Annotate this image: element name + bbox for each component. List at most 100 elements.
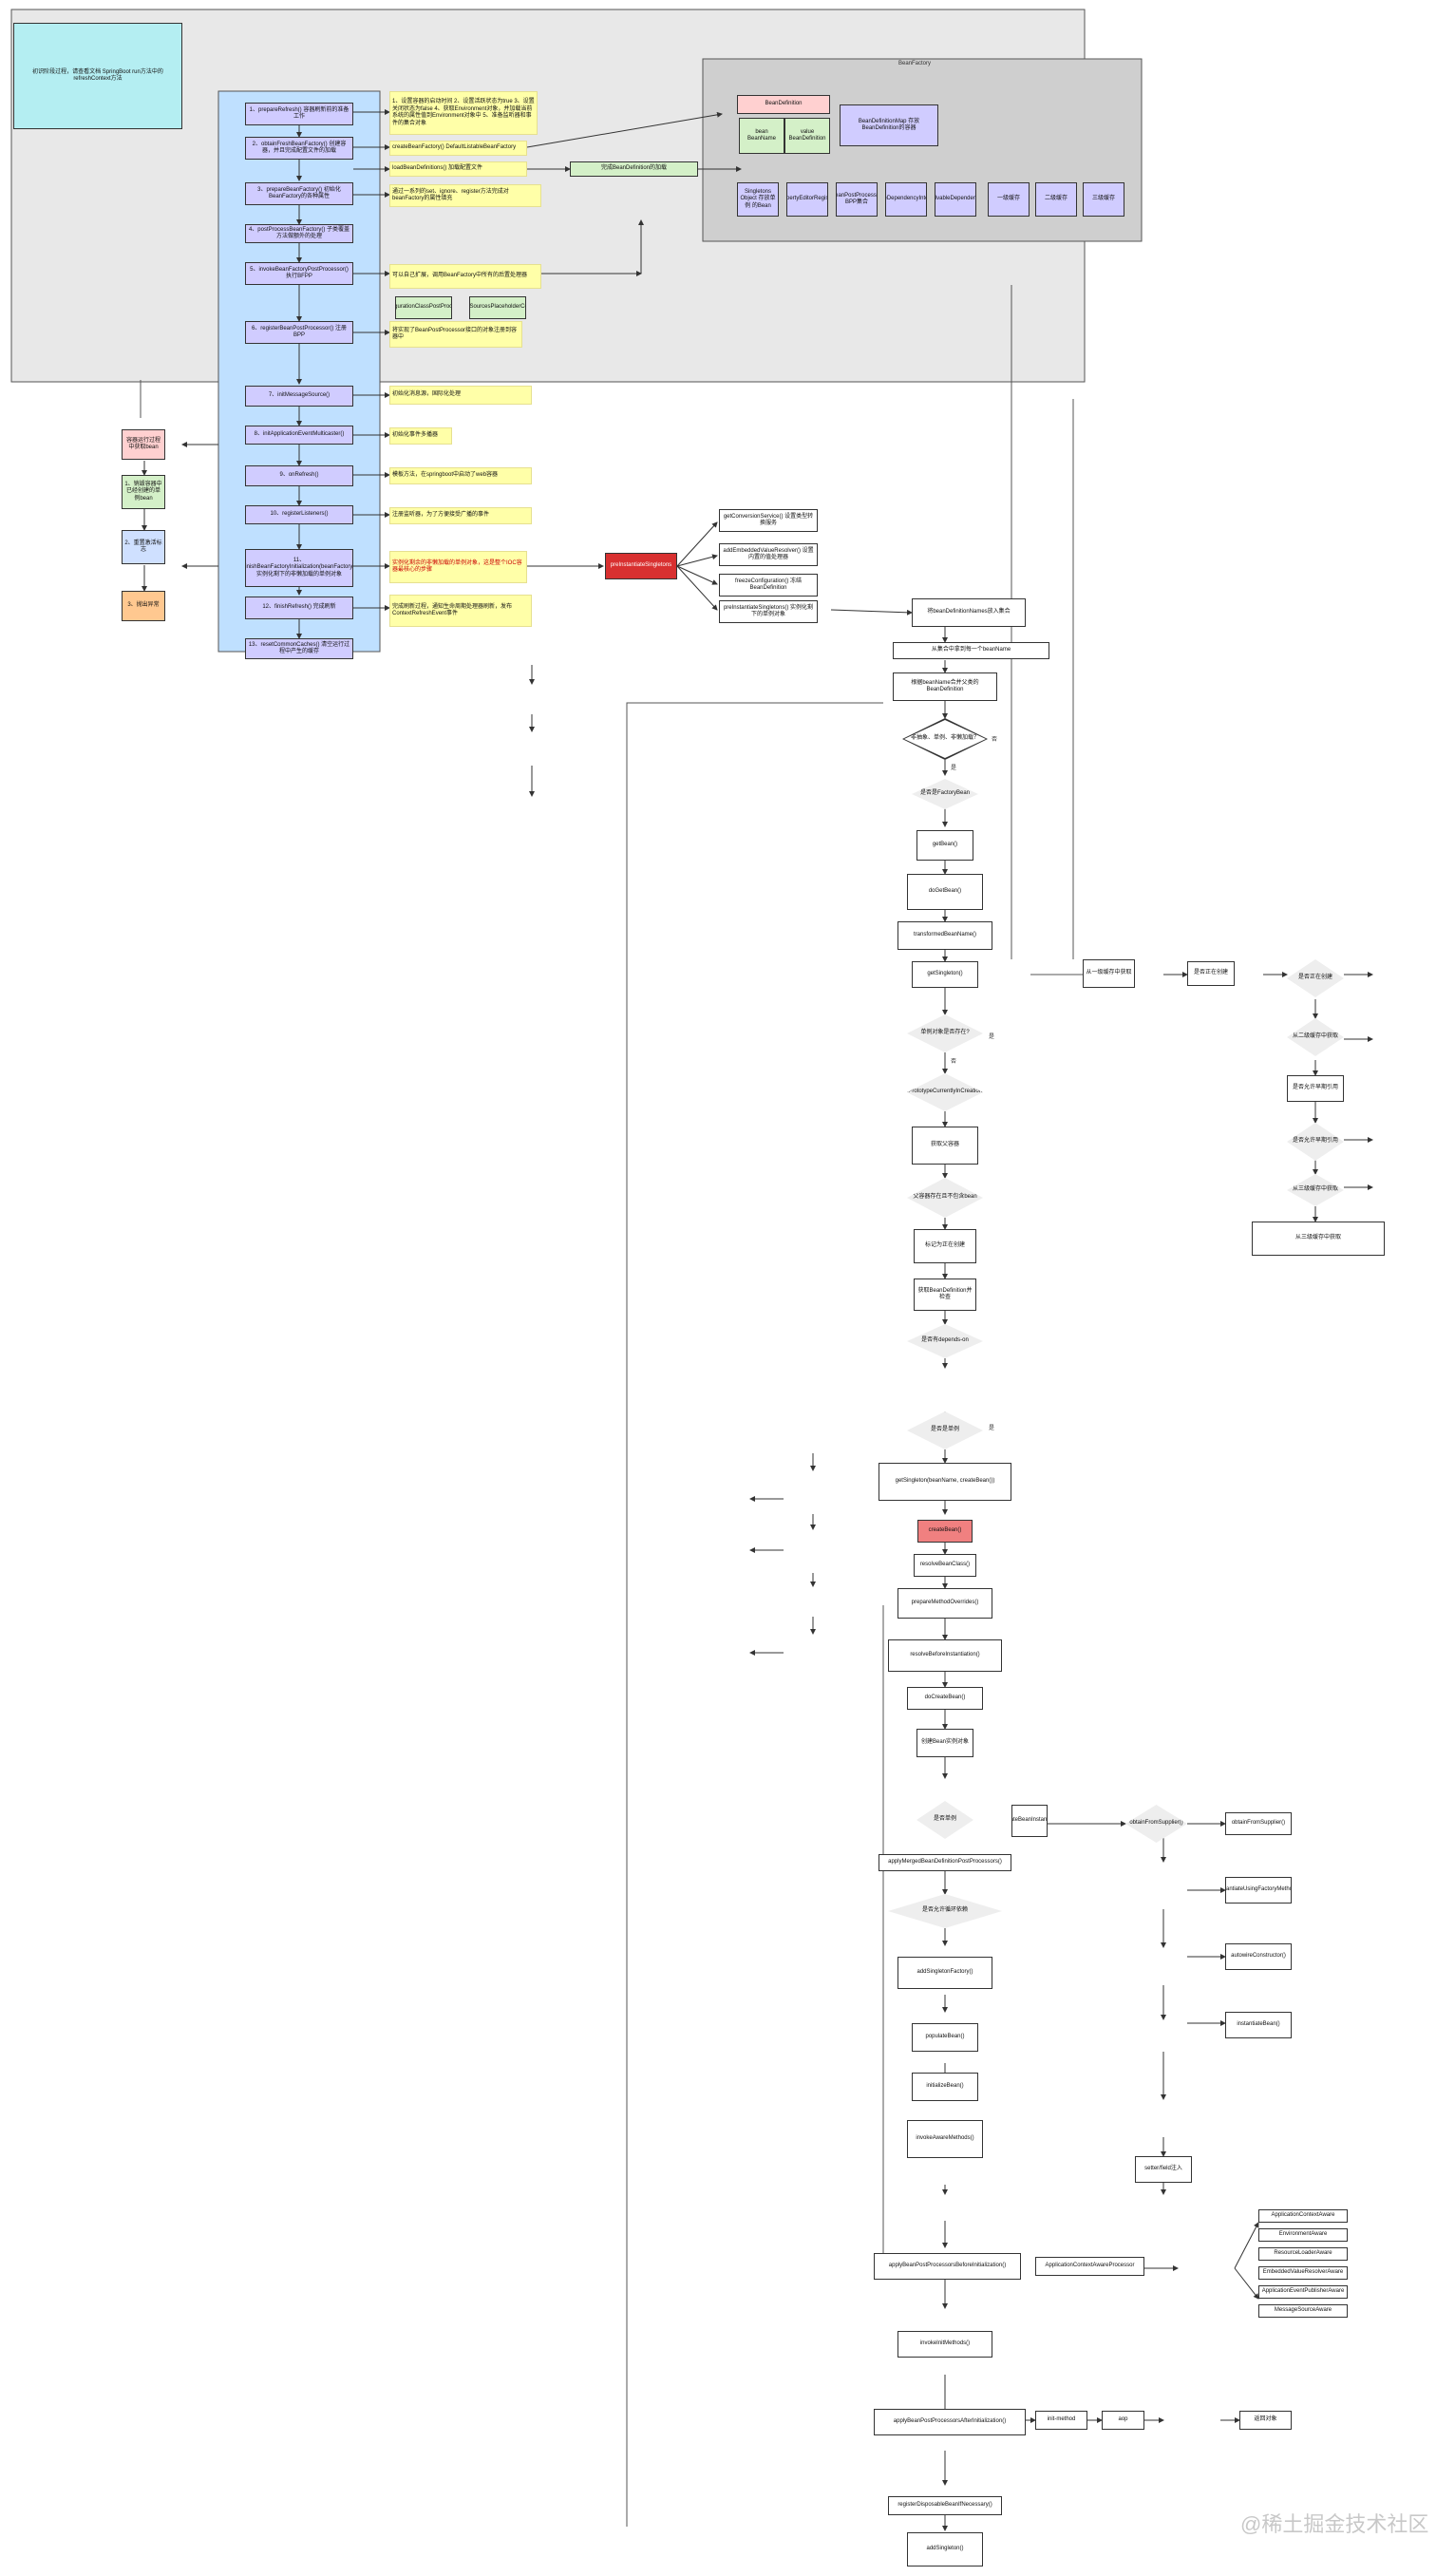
bf-property-editor: PropertyEditorRegistrar [786,182,828,217]
step-12: 12、finishRefresh() 完成刷新 [245,597,353,619]
bf-cache-level3: 三级缓存 [1083,182,1124,217]
note-step-12: 完成刷新过程，通知生命周期处理器刷新，发布ContextRefreshEvent… [389,595,532,627]
flow-parent-factory: 获取父容器 [912,1127,978,1165]
label-yes-2: 是 [988,1032,996,1040]
left-throw-exception: 3、抛出异常 [122,591,165,621]
flow-resolve-bean-class: resolveBeanClass() [914,1554,976,1577]
step-7: 7、initMessageSource() [245,386,353,407]
label-yes-3: 是 [988,1423,996,1431]
bottom-return: 返回对象 [1239,2411,1292,2430]
cache-is-creating: 是否正在创建 [1187,961,1235,986]
flow-add-singleton: addSingleton() [907,2532,983,2567]
label-no-1: 否 [991,734,999,743]
note-step-8: 初始化事件多播器 [389,427,452,445]
bf-bpp-list: beanPostProcessor BPP集合 [836,182,878,217]
flow-transformed-bean-name: transformedBeanName() [898,921,992,950]
aware-event-publisher: ApplicationEventPublisherAware [1258,2285,1348,2299]
flow-populate-bean: populateBean() [912,2023,978,2052]
flow-invoke-aware-methods: invokeAwareMethods() [907,2120,983,2158]
bf-bean-name: bean BeanName [739,118,784,154]
bf-beandefinition-map: BeanDefinitionMap 存放BeanDefinition的容器 [840,104,938,146]
aware-resource-loader: ResourceLoaderAware [1258,2247,1348,2261]
bottom-aop: aop [1102,2411,1144,2430]
flow-register-disposable: registerDisposableBeanIfNecessary() [888,2496,1002,2515]
aware-environment: EnvironmentAware [1258,2228,1348,2242]
flow-get-bd-check: 获取BeanDefinition并检查 [914,1279,976,1311]
note-step-5: 可以自己扩展，调用BeanFactory中所有的后置处理器 [389,264,541,289]
rc-autowire-ctor: autowireConstructor() [1225,1943,1292,1970]
aware-message-source: MessageSourceAware [1258,2304,1348,2318]
note-step-3: 通过一系列的set、ignore、register方法完成对beanFactor… [389,184,541,207]
step-11: 11、finishBeanFactoryInitialization(beanF… [245,549,353,587]
rc-factory-method: instantiateUsingFactoryMethod() [1225,1877,1292,1904]
step-10: 10、registerListeners() [245,505,353,524]
step-6: 6、registerBeanPostProcessor() 注册BPP [245,321,353,344]
bfpp-property-sources: PropertySourcesPlaceholderConfigurer [469,296,526,319]
flow-get-singleton: getSingleton() [912,961,978,988]
flow-initialize-bean: initializeBean() [912,2073,978,2101]
bf-resolvable-dependencies: resolvableDependencies [935,182,976,217]
note-step-9: 模板方法，在springboot中启动了web容器 [389,467,532,484]
step-3: 3、prepareBeanFactory() 初始化BeanFactory的各种… [245,182,353,205]
rc-setter-injection: setter/field注入 [1135,2156,1192,2183]
left-destroy-beans: 1、销毁容器中已经创建的单例bean [122,475,165,509]
flow-bpp-after-init: applyBeanPostProcessorsAfterInitializati… [874,2409,1026,2435]
mid-freeze-configuration: freezeConfiguration() 冻结BeanDefinition [719,574,818,597]
note-load-bean-definitions: loadBeanDefinitions() 加载配置文件 [389,161,527,177]
flow-create-bean-instance: createBeanInstance() [1011,1805,1048,1837]
bf-singletons: Singletons Object 存放单例 的Bean [737,182,779,217]
aware-embedded-value: EmbeddedValueResolverAware [1258,2266,1348,2280]
bf-cache-level2: 二级缓存 [1035,182,1077,217]
flow-resolve-before-instantiation: resolveBeforeInstantiation() [888,1639,1002,1672]
bd-load-note: 完成BeanDefinition的加载 [570,161,698,177]
aware-processor: ApplicationContextAwareProcessor [1035,2257,1144,2276]
step-13: 13、resetCommonCaches() 清空运行过程中产生的缓存 [245,638,353,659]
core-box: preInstantiateSingletons [605,553,677,579]
header-note: 初识阶段过程，请查看文档 SpringBoot run方法中的 refreshC… [13,23,182,129]
flow-do-create-bean: doCreateBean() [907,1687,983,1710]
note-step-1: 1、设置容器的启动时间 2、设置活跃状态为true 3、设置关闭状态为false… [389,91,538,135]
flow-merge-bd: 根据beanName合并父类的BeanDefinition [893,672,997,701]
bf-bean-value: value BeanDefinition [784,118,830,154]
bf-cache-level1: 一级缓存 [988,182,1030,217]
step-9: 9、onRefresh() [245,465,353,486]
bf-ignore-dependency: ignoreDependencyInterface [885,182,927,217]
left-get-bean: 容器运行过程中获取bean [122,429,165,460]
cache-level1-get: 从一级缓存中获取 [1083,959,1135,988]
note-step-7: 初始化消息源，国际化处理 [389,386,532,405]
step-2: 2、obtainFreshBeanFactory() 创建容器，并且完成配置文件… [245,137,353,160]
cache-summary: 从三级缓存中获取 [1252,1222,1385,1256]
rc-supplier: obtainFromSupplier() [1225,1812,1292,1835]
flow-do-get-bean: doGetBean() [907,874,983,910]
step-8: 8、initApplicationEventMulticaster() [245,426,353,445]
flow-apply-merged-bd: applyMergedBeanDefinitionPostProcessors(… [879,1854,1011,1871]
bottom-init-method: init-method [1035,2411,1087,2430]
flow-bpp-before-init: applyBeanPostProcessorsBeforeInitializat… [874,2253,1021,2280]
step-5: 5、invokeBeanFactoryPostProcessor() 执行BFP… [245,262,353,285]
flow-prepare-method-overrides: prepareMethodOverrides() [898,1588,992,1619]
flow-get-singleton-create: getSingleton(beanName, createBean()) [879,1463,1011,1501]
flow-add-singleton-factory: addSingletonFactory() [898,1957,992,1989]
aware-application-context: ApplicationContextAware [1258,2209,1348,2223]
mid-conversion-service: getConversionService() 设置类型转换服务 [719,509,818,532]
note-step-11: 实例化剩余的非懒加载的单例对象，这是整个IOC容器最核心的步骤 [389,551,527,583]
bfpp-configuration-class: ConfigurationClassPostProcessor [395,296,452,319]
cache-allow-early: 是否允许早期引用 [1287,1075,1344,1102]
mid-embedded-value: addEmbeddedValueResolver() 设置内置的值处理器 [719,543,818,566]
flow-get-bean: getBean() [916,830,973,861]
note-step-10: 注册监听器，为了方便接受广播的事件 [389,507,532,524]
bf-beandefinition: BeanDefinition [737,95,830,114]
flow-each-name: 从集合中拿到每一个beanName [893,642,1049,659]
bean-factory-title: BeanFactory [898,61,932,66]
step-4: 4、postProcessBeanFactory() 子类覆盖方法做额外的处理 [245,224,353,243]
flow-mark-created: 标记为正在创建 [914,1229,976,1263]
flow-create-bean: createBean() [917,1520,973,1543]
left-reset-flag: 2、重置激活标志 [122,530,165,564]
step-1: 1、prepareRefresh() 容器刷新前的准备工作 [245,103,353,125]
flow-invoke-init-methods: invokeInitMethods() [898,2331,992,2358]
label-no-2: 否 [950,1056,958,1065]
rc-instantiate: instantiateBean() [1225,2012,1292,2038]
watermark: @稀土掘金技术社区 [1240,2512,1429,2536]
flow-create-instance: 创建Bean实例对象 [916,1729,973,1757]
